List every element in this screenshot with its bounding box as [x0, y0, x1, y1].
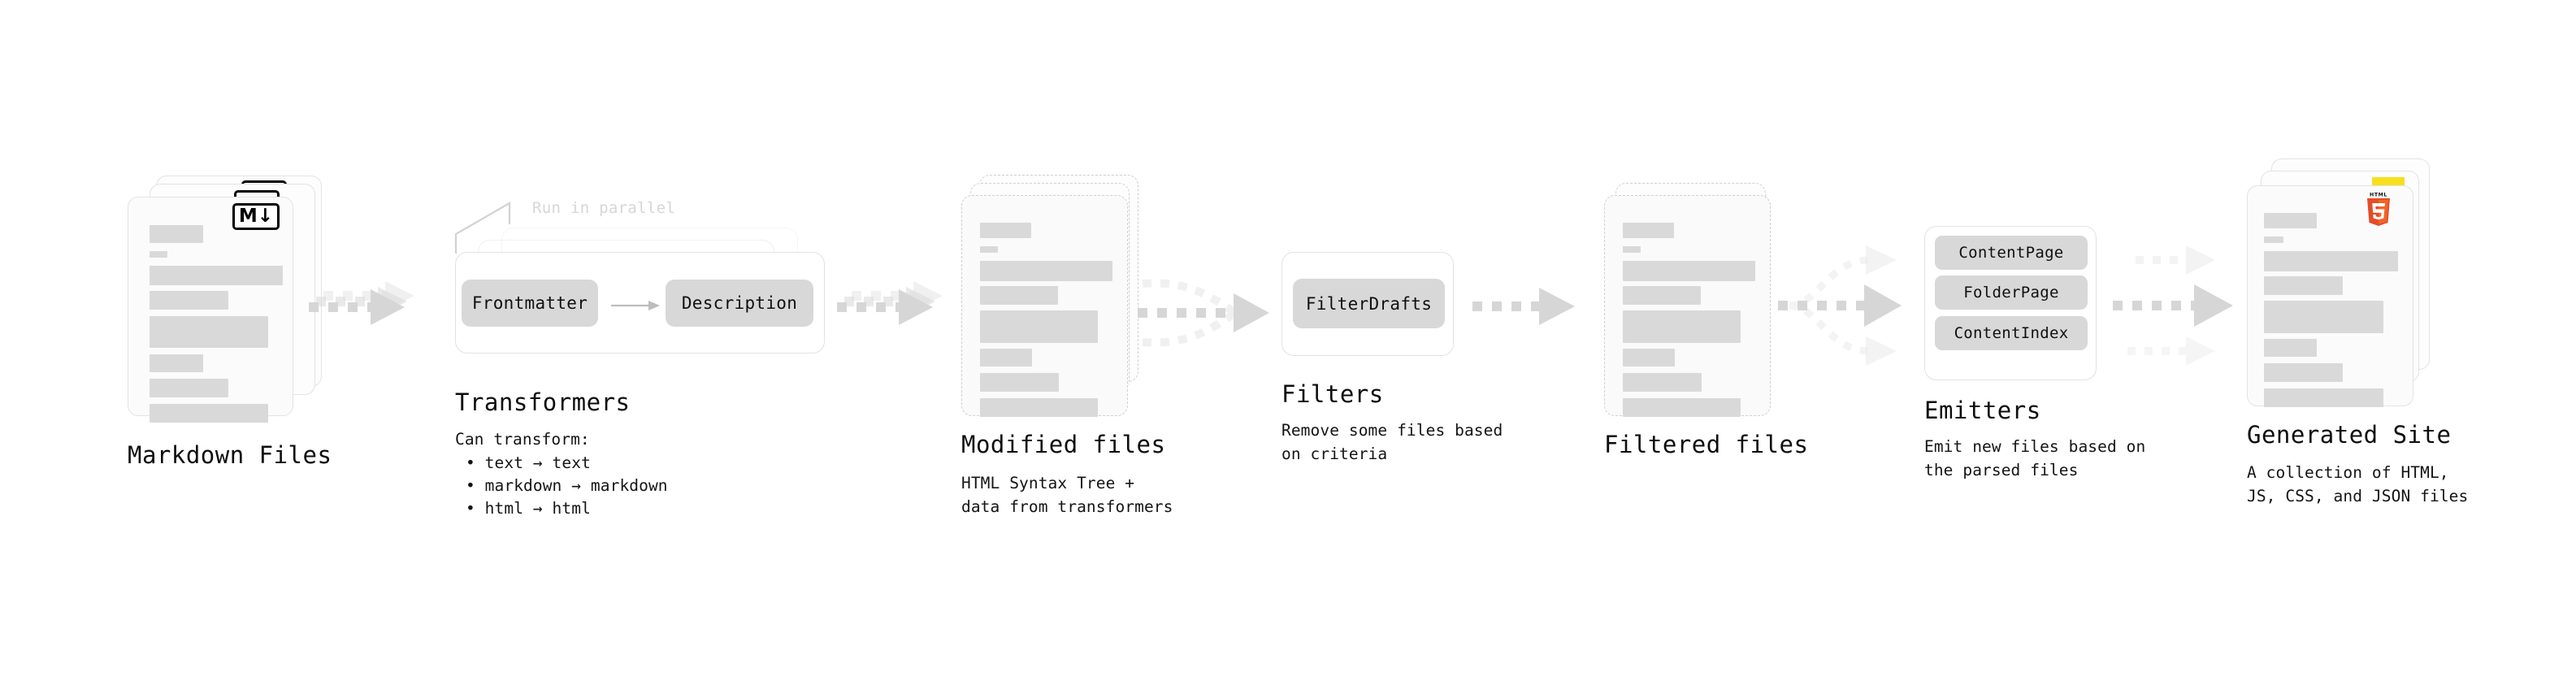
placeholder-sub	[150, 251, 167, 258]
stage-title-filters: Filters	[1281, 380, 1384, 408]
placeholder-sub	[980, 246, 998, 253]
stage-desc-transformers: Can transform:	[455, 430, 590, 449]
placeholder-heading	[1623, 223, 1674, 238]
placeholder-row-2	[150, 291, 228, 310]
placeholder-row-6	[1623, 398, 1741, 417]
filters-chip-filterdrafts[interactable]: FilterDrafts	[1293, 279, 1445, 328]
placeholder-sub	[2264, 236, 2283, 243]
transformer-chip-description[interactable]: Description	[666, 280, 813, 327]
stage-title-markdown-files: Markdown Files	[128, 441, 332, 469]
html5-badge: HTML	[2367, 193, 2390, 226]
placeholder-row-1	[980, 261, 1112, 281]
transformer-bullet-2: • markdown → markdown	[466, 476, 668, 495]
parallel-bracket	[454, 202, 511, 254]
placeholder-row-2	[2264, 276, 2343, 295]
stage-desc-generated-site: A collection of HTML, JS, CSS, and JSON …	[2247, 463, 2469, 506]
transformer-chip-frontmatter[interactable]: Frontmatter	[462, 280, 598, 327]
transformer-bullet-3: • html → html	[466, 499, 591, 518]
placeholder-row-3	[980, 310, 1098, 343]
stage-desc-filters: Remove some files based on criteria	[1281, 421, 1503, 464]
placeholder-row-2	[1623, 286, 1701, 305]
placeholder-row-1	[150, 266, 283, 285]
placeholder-row-4	[150, 354, 203, 372]
placeholder-heading	[150, 225, 203, 243]
placeholder-row-3	[1623, 310, 1741, 343]
markdown-badge: M↓	[232, 203, 280, 230]
placeholder-row-6	[980, 398, 1098, 417]
placeholder-row-4	[1623, 349, 1675, 367]
stage-desc-emitters: Emit new files based on the parsed files	[1924, 437, 2146, 480]
stage-title-transformers: Transformers	[455, 388, 631, 416]
stage-title-emitters: Emitters	[1924, 397, 2041, 424]
arrow-emitters-to-site	[2113, 245, 2233, 366]
filtered-file-card-front	[1604, 195, 1771, 417]
placeholder-row-5	[150, 379, 228, 397]
svg-text:HTML: HTML	[2370, 193, 2387, 198]
placeholder-row-5	[2264, 363, 2343, 382]
placeholder-heading	[2264, 213, 2317, 228]
emitters-chip-folderpage[interactable]: FolderPage	[1935, 275, 2088, 310]
arrow-transformers-to-modified	[837, 281, 943, 325]
placeholder-row-6	[150, 404, 268, 423]
arrow-filters-to-filtered	[1472, 288, 1575, 325]
arrow-markdown-to-transformers	[309, 281, 414, 325]
placeholder-row-3	[2264, 301, 2383, 333]
placeholder-row-6	[2264, 388, 2383, 407]
run-in-parallel-label: Run in parallel	[532, 199, 676, 217]
placeholder-row-4	[980, 349, 1032, 367]
placeholder-sub	[1623, 246, 1641, 253]
markdown-file-card-front	[128, 197, 293, 423]
stage-desc-modified-files: HTML Syntax Tree + data from transformer…	[961, 474, 1173, 517]
placeholder-row-3	[150, 316, 268, 348]
placeholder-row-1	[1623, 261, 1755, 281]
placeholder-row-4	[2264, 339, 2317, 357]
placeholder-row-5	[1623, 373, 1702, 392]
placeholder-row-2	[980, 286, 1058, 305]
placeholder-heading	[980, 223, 1031, 238]
arrow-filtered-to-emitters	[1778, 245, 1902, 366]
transformer-main-arrow	[611, 301, 660, 310]
emitters-chip-contentindex[interactable]: ContentIndex	[1935, 316, 2088, 350]
stage-title-generated-site: Generated Site	[2247, 421, 2452, 449]
emitters-chip-contentpage[interactable]: ContentPage	[1935, 236, 2088, 270]
stage-title-modified-files: Modified files	[961, 431, 1166, 458]
placeholder-row-5	[980, 373, 1059, 392]
arrow-modified-to-filters	[1138, 279, 1269, 347]
placeholder-row-1	[2264, 251, 2398, 271]
modified-file-card-front	[961, 195, 1128, 417]
stage-title-filtered-files: Filtered files	[1604, 431, 1809, 458]
transformer-bullet-1: • text → text	[466, 453, 591, 472]
